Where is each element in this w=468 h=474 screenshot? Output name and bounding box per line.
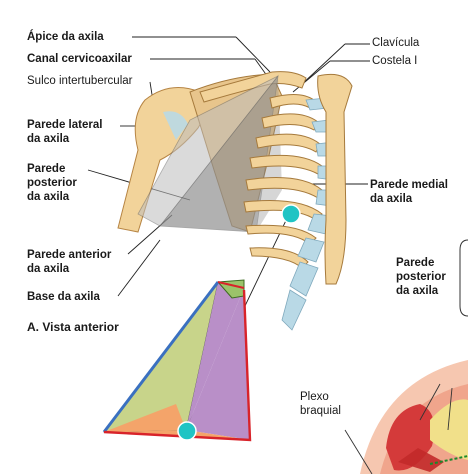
label-base: Base da axila — [27, 291, 100, 303]
label-bracket — [459, 239, 468, 317]
label-lateral-wall: Parede lateral da axila — [27, 119, 103, 145]
label-rib: Costela I — [372, 55, 418, 67]
label-plexus: Plexo braquial — [300, 391, 341, 417]
clavicle-bone — [199, 71, 307, 103]
marker-top — [281, 204, 301, 224]
sternum — [317, 73, 353, 285]
label-canal: Canal cervicoaxilar — [27, 53, 132, 65]
label-posterior-wall: Parede posterior da axila — [27, 163, 77, 203]
axilla-pyramid-diagram — [102, 279, 252, 442]
label-posterior-wall-right: Parede posterior da axila — [396, 257, 446, 297]
label-sulco: Sulco intertubercular — [27, 75, 133, 87]
caption: A. Vista anterior — [27, 320, 119, 334]
label-anterior-wall: Parede anterior da axila — [27, 249, 112, 275]
label-clavicle: Clavícula — [372, 37, 420, 49]
axilla-cross-section — [344, 360, 468, 474]
label-apex: Ápice da axila — [27, 31, 104, 43]
marker-bottom — [177, 421, 197, 441]
axilla-pyramid-overlay — [137, 74, 282, 233]
label-medial-wall: Parede medial da axila — [370, 179, 448, 205]
